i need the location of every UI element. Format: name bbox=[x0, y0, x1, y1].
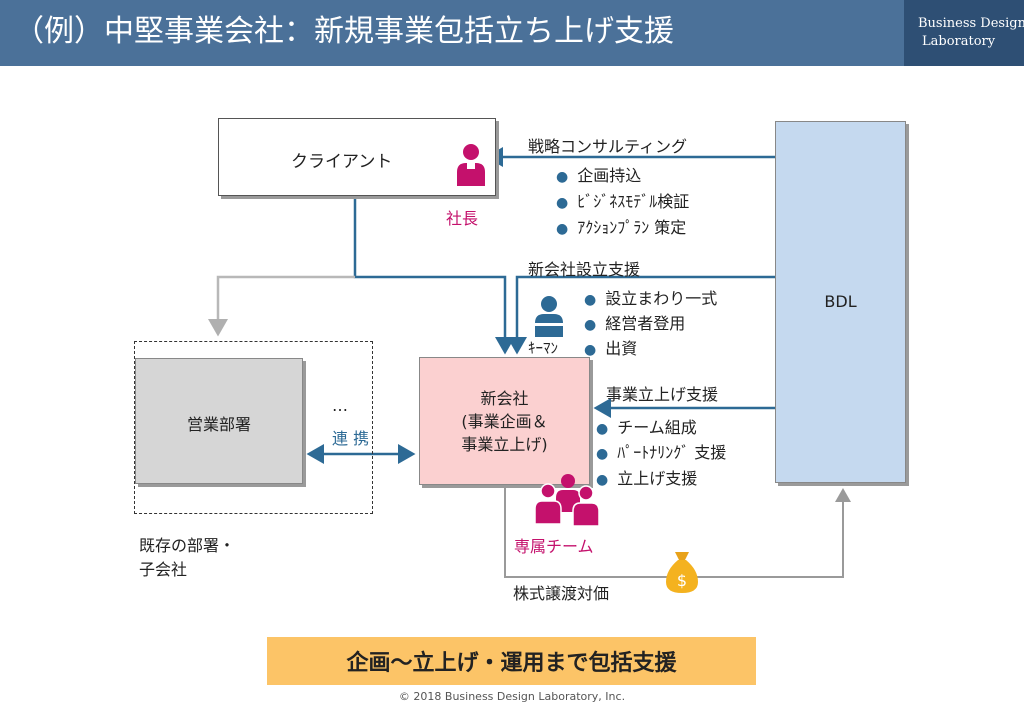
new-company-line-1: 新会社 bbox=[480, 388, 529, 408]
consulting-item-1: 企画持込 bbox=[556, 162, 641, 186]
logo-line-2: Laboratory bbox=[922, 34, 996, 49]
team-label: 専属チーム bbox=[514, 537, 594, 556]
keyman-label: ｷｰﾏﾝ bbox=[528, 339, 559, 357]
setup-title: 新会社設立支援 bbox=[528, 260, 641, 279]
consulting-item-3: ｱｸｼｮﾝﾌﾟﾗﾝ 策定 bbox=[556, 214, 686, 238]
new-company-line-2: (事業企画＆ bbox=[461, 411, 548, 431]
new-company-box: 新会社 (事業企画＆ 事業立上げ) bbox=[419, 357, 590, 485]
copyright: © 2018 Business Design Laboratory, Inc. bbox=[398, 690, 626, 703]
sales-label: 営業部署 bbox=[186, 415, 251, 434]
client-box: クライアント bbox=[218, 118, 496, 196]
setup-item-2: 経営者登用 bbox=[584, 310, 685, 334]
sales-dept-box: 営業部署 bbox=[135, 358, 303, 484]
launch-item-1: チーム組成 bbox=[596, 414, 697, 438]
page-title: （例）中堅事業会社：新規事業包括立ち上げ支援 bbox=[14, 14, 674, 49]
bdl-box: BDL bbox=[775, 121, 906, 483]
arrow-bdl-to-new-setup bbox=[507, 275, 775, 355]
setup-item-1: 設立まわり一式 bbox=[584, 285, 717, 309]
existing-dept-boundary bbox=[134, 341, 373, 514]
header-bar: （例）中堅事業会社：新規事業包括立ち上げ支援 Business Design L… bbox=[0, 0, 1024, 66]
consulting-item-2: ﾋﾞｼﾞﾈｽﾓﾃﾞﾙ検証 bbox=[556, 188, 689, 212]
keyman-icon bbox=[535, 296, 563, 337]
new-company-line-3: 事業立上げ) bbox=[461, 434, 548, 454]
link-label: 連 携 bbox=[332, 429, 370, 448]
setup-item-3: 出資 bbox=[584, 335, 637, 359]
logo-line-1: Business Design bbox=[918, 16, 1024, 31]
client-label: クライアント bbox=[291, 152, 393, 172]
launch-item-2: ﾊﾟｰﾄﾅﾘﾝｸﾞ 支援 bbox=[596, 439, 726, 463]
existing-label-line-2: 子会社 bbox=[139, 560, 188, 579]
link-ellipsis: … bbox=[332, 396, 348, 415]
company-logo: Business Design Laboratory bbox=[904, 0, 1024, 66]
arrow-to-sales-gray bbox=[208, 275, 355, 337]
existing-label-line-1: 既存の部署・ bbox=[139, 536, 236, 555]
consulting-title: 戦略コンサルティング bbox=[528, 137, 688, 156]
president-label: 社長 bbox=[446, 209, 479, 228]
president-icon bbox=[457, 144, 485, 186]
launch-title: 事業立上げ支援 bbox=[606, 385, 719, 404]
launch-item-3: 立上げ支援 bbox=[596, 465, 697, 489]
money-symbol: $ bbox=[677, 571, 687, 590]
dedicated-team-icon bbox=[534, 474, 600, 527]
summary-banner: 企画～立上げ・運用まで包括支援 bbox=[267, 637, 756, 685]
arrow-client-to-new bbox=[353, 198, 515, 355]
money-bag-icon: $ bbox=[666, 552, 698, 593]
bdl-label: BDL bbox=[824, 292, 857, 311]
transfer-label: 株式譲渡対価 bbox=[513, 584, 610, 603]
